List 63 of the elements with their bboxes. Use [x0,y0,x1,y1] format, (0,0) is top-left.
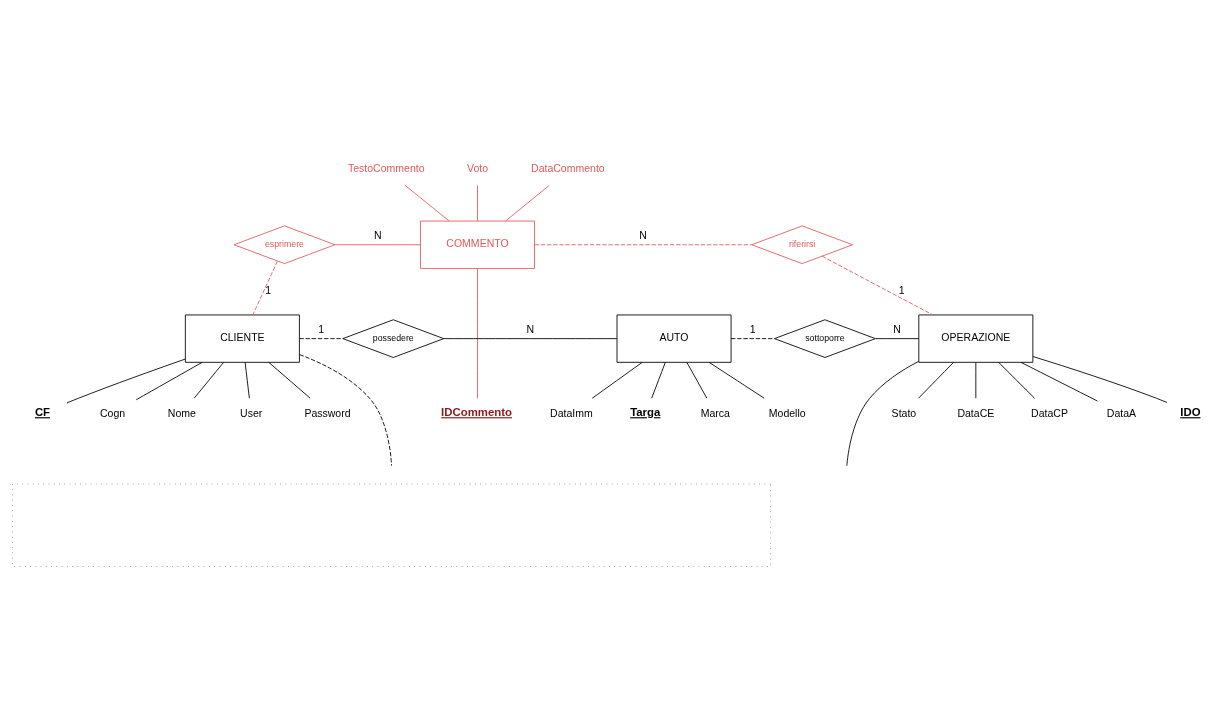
node-text: TestoCommento [347,162,425,175]
connector [730,338,775,340]
node-text: Cogn [99,406,126,419]
node-text: Password [304,406,351,419]
connector [1020,362,1098,402]
connector [975,362,977,399]
node-box: CLIENTE [184,314,300,363]
node-text: Stato [891,406,917,419]
connector [821,255,934,316]
connector [477,268,478,399]
edge-label: N [373,229,382,242]
connector [193,362,224,399]
connector [846,360,920,467]
connector [244,362,250,399]
connector [299,354,392,467]
node-diamond: esprimere [233,225,336,265]
edge-label: N [639,229,647,242]
connector [443,338,618,340]
connector [252,260,278,316]
node-diamond: possedere [342,319,445,358]
connector [135,362,203,401]
node-text: Nome [167,406,196,419]
connector [651,362,666,399]
node-text: Marca [700,406,730,419]
edge-label: 1 [749,323,756,336]
connector [686,362,708,399]
edge-label: N [526,323,535,336]
node-box: OPERAZIONE [918,314,1034,363]
node-text: DataCP [1031,406,1068,419]
node-text: IDCommento [441,406,512,419]
node-text: Targa [630,406,661,419]
node-text: CF [34,406,51,419]
edge-label: 1 [318,323,325,336]
edge-label: 1 [898,284,905,297]
node-diamond: riferirsi [751,225,854,265]
node-text: User [240,406,263,419]
connector [477,185,478,222]
connector [708,362,765,399]
edge-label: N [893,323,901,336]
connector [404,184,450,222]
connector [1032,356,1168,403]
connector [534,244,752,246]
node-box [12,483,771,567]
node-text: Voto [466,162,489,175]
edge-label: 1 [265,284,272,297]
connector [334,244,421,246]
node-box: COMMENTO [420,220,535,269]
node-box: AUTO [616,314,732,363]
node-text: DataA [1106,406,1137,419]
node-text: DataCE [957,406,995,419]
node-text: IDO [1180,406,1201,419]
node-text: Modello [768,406,806,419]
connector [918,362,954,399]
connector [505,185,550,222]
connector [268,362,311,399]
node-diamond: sottoporre [774,319,876,358]
connector [875,338,920,340]
node-text: DataImm [550,406,593,419]
connector [998,362,1035,399]
node-text: DataCommento [531,162,605,175]
connector [66,358,186,404]
connector [591,362,643,399]
connector [299,338,344,340]
